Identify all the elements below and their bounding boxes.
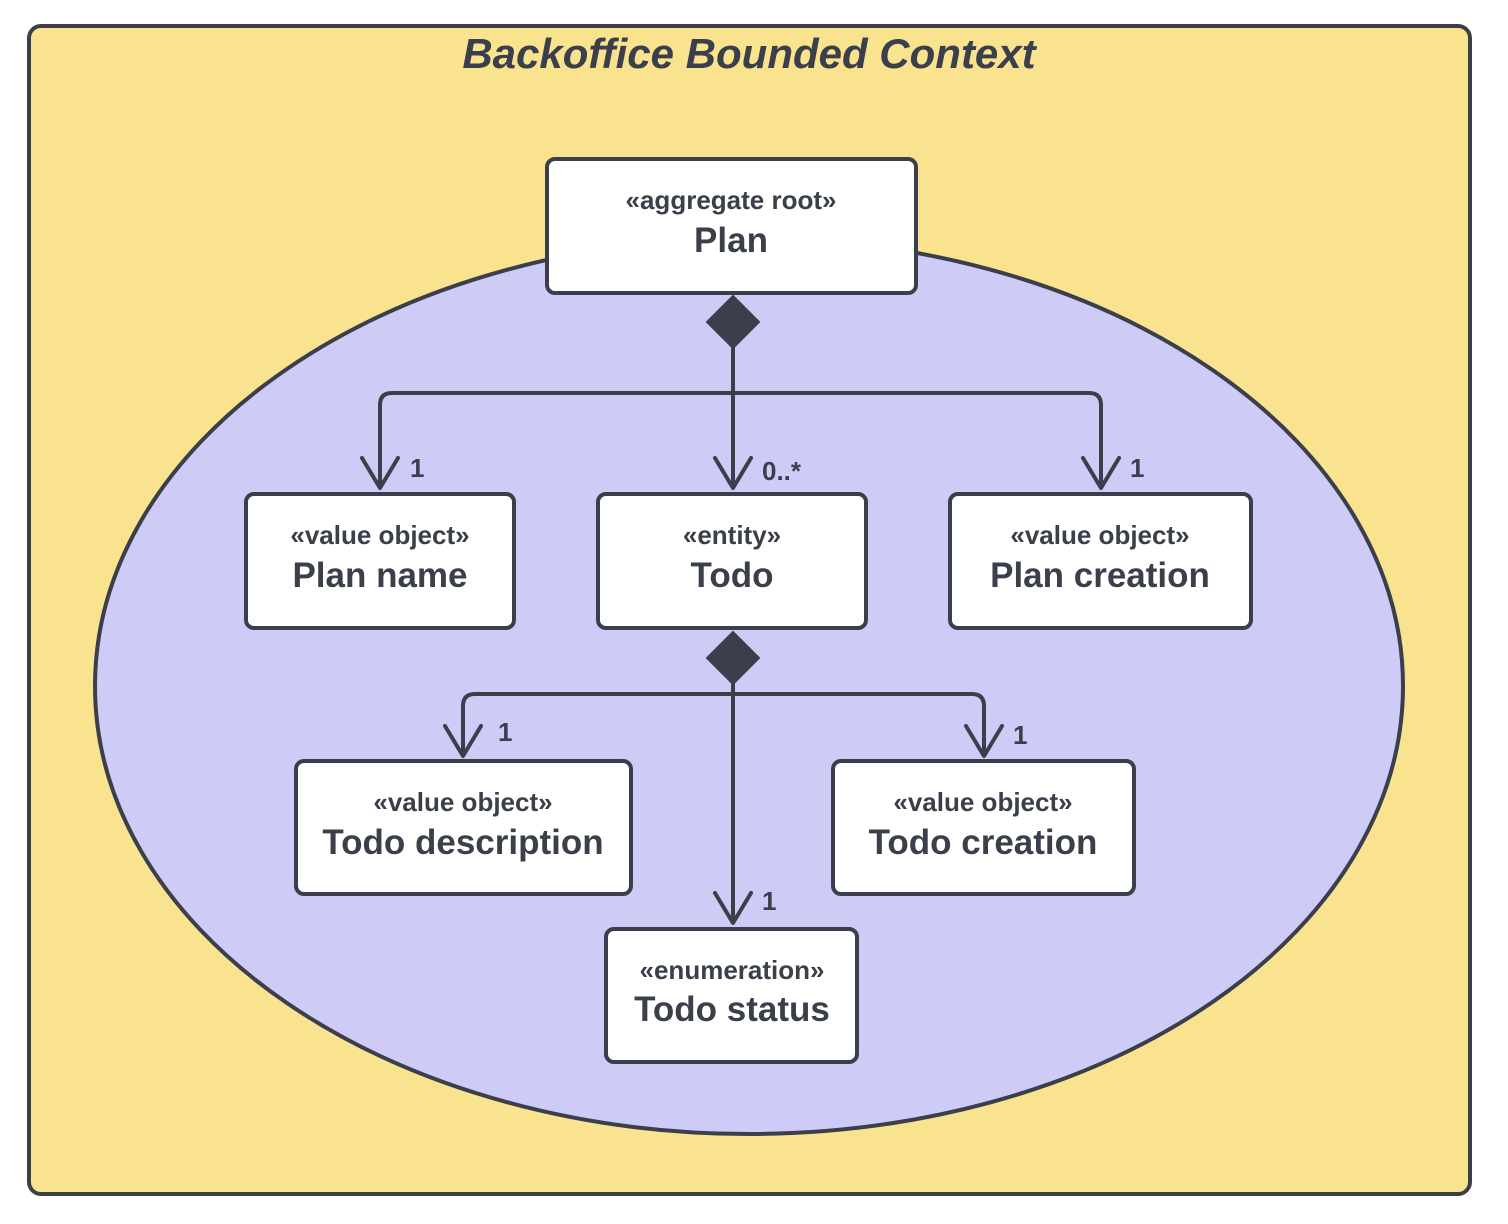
multiplicity-todo-creation: 1 [1013, 720, 1027, 750]
edge-plan-to-plan-creation [731, 391, 1103, 488]
class-box-todo-creation-stereotype: «value object» [893, 787, 1072, 817]
arrowhead-todo-status [713, 891, 753, 925]
multiplicity-todo-description: 1 [498, 717, 512, 747]
class-box-todo-description-stereotype: «value object» [373, 787, 552, 817]
composition-diamond-todo [705, 630, 761, 686]
multiplicity-todo-status: 1 [762, 886, 776, 916]
class-box-plan-name-vo[interactable]: «value object» Plan name [244, 492, 516, 630]
class-box-plan-name: Plan [694, 221, 768, 260]
class-box-plan-creation-name: Plan creation [990, 556, 1210, 595]
arrowhead-plan-creation [1081, 456, 1121, 490]
class-box-plan-creation[interactable]: «value object» Plan creation [948, 492, 1253, 630]
class-box-todo-name: Todo [691, 556, 774, 595]
multiplicity-plan-creation: 1 [1130, 453, 1144, 483]
class-box-todo[interactable]: «entity» Todo [596, 492, 868, 630]
arrowhead-todo-description [443, 724, 483, 758]
arrowhead-todo [713, 456, 753, 490]
multiplicity-todo: 0..* [762, 456, 802, 486]
class-box-plan[interactable]: «aggregate root» Plan [545, 157, 918, 295]
arrowhead-plan-name [360, 456, 400, 490]
multiplicity-plan-name: 1 [410, 453, 424, 483]
edge-plan-to-plan-name [378, 391, 735, 488]
class-box-plan-creation-frame [948, 492, 1253, 630]
class-box-todo-creation-frame [831, 759, 1136, 896]
plan-composition-edges [360, 294, 1121, 490]
class-box-todo-status-stereotype: «enumeration» [640, 955, 825, 985]
class-box-plan-frame [545, 157, 918, 295]
arrowhead-todo-creation [964, 724, 1004, 758]
class-box-plan-creation-stereotype: «value object» [1010, 520, 1189, 550]
composition-diamond-plan [705, 294, 761, 350]
todo-composition-edges [443, 630, 1004, 925]
edge-todo-to-todo-description [461, 692, 735, 756]
class-box-plan-name-vo-stereotype: «value object» [290, 520, 469, 550]
class-box-todo-description-frame [294, 759, 633, 896]
bounded-context-title: Backoffice Bounded Context [462, 30, 1037, 77]
edge-todo-to-todo-creation [731, 692, 986, 756]
class-box-todo-creation[interactable]: «value object» Todo creation [831, 759, 1136, 896]
class-box-todo-stereotype: «entity» [683, 520, 781, 550]
class-box-plan-stereotype: «aggregate root» [626, 185, 837, 215]
class-box-todo-description-name: Todo description [322, 823, 603, 862]
class-box-todo-status-name: Todo status [634, 990, 830, 1029]
class-box-todo-status[interactable]: «enumeration» Todo status [604, 927, 859, 1064]
class-box-todo-status-frame [604, 927, 859, 1064]
class-box-todo-creation-name: Todo creation [869, 823, 1098, 862]
class-box-todo-description[interactable]: «value object» Todo description [294, 759, 633, 896]
class-box-plan-name-vo-frame [244, 492, 516, 630]
class-box-plan-name-vo-name: Plan name [292, 556, 467, 595]
class-box-todo-frame [596, 492, 868, 630]
